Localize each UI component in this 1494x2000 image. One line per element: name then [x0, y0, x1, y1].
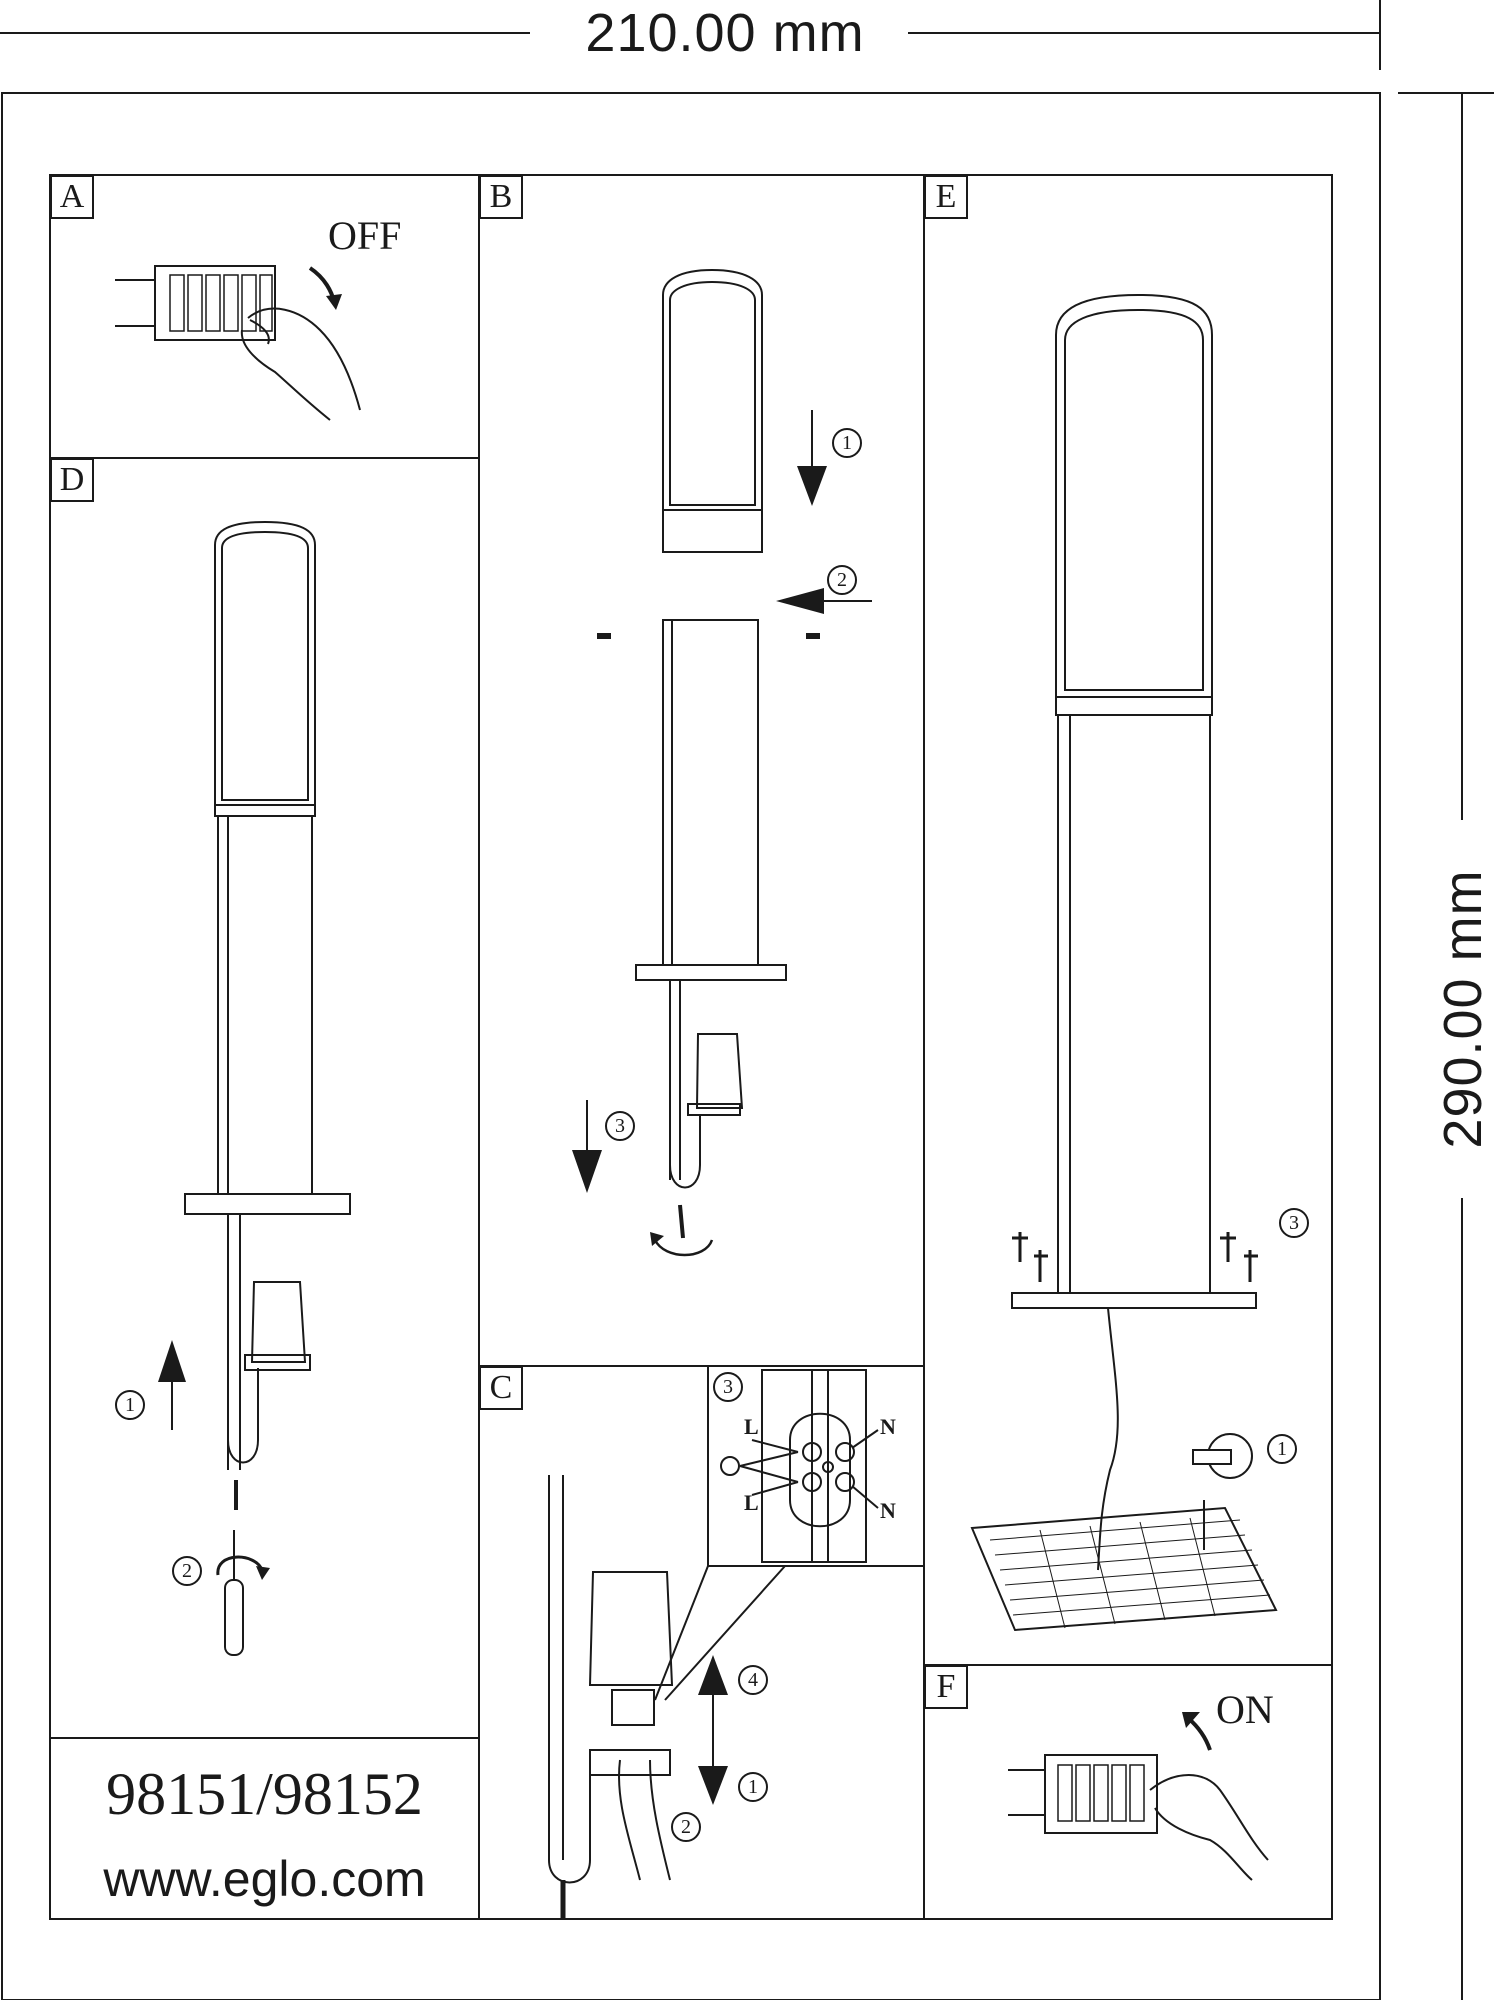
terminal-label-n-top: N	[880, 1414, 896, 1439]
connect-up-arrow-icon	[698, 1655, 728, 1695]
off-label: OFF	[328, 213, 402, 258]
terminal-label-n-bottom: N	[880, 1498, 896, 1523]
on-arrow-head-icon	[1182, 1712, 1200, 1728]
lower-post-arrow-icon	[572, 1150, 602, 1193]
on-label: ON	[1216, 1687, 1274, 1732]
right-dimension-line	[1398, 92, 1494, 2000]
panel-label-a: A	[50, 175, 94, 219]
step-circle-c3	[713, 1372, 743, 1402]
model-number: 98151/98152	[106, 1761, 423, 1827]
panel-label-d: D	[50, 458, 94, 502]
terminal-label-l-top: L	[744, 1414, 759, 1439]
step-circle-d1	[115, 1390, 145, 1420]
step-number-c2: 2	[681, 1816, 691, 1838]
step-circle-c1	[738, 1772, 768, 1802]
step-circle-b1	[832, 428, 862, 458]
step-number-b1: 1	[842, 432, 852, 454]
step-number-c4: 4	[748, 1669, 758, 1691]
top-dimension-line	[0, 0, 1381, 70]
step-circle-b3	[605, 1111, 635, 1141]
lamp-panel-d-illustration	[184, 520, 351, 1656]
lamp-panel-b-illustration	[597, 268, 820, 1239]
page-frame	[1, 92, 1381, 2000]
on-arrow-icon	[1186, 1716, 1212, 1751]
step-circle-d2	[172, 1556, 202, 1586]
panel-label-e: E	[924, 175, 968, 219]
step-number-b2: 2	[837, 569, 847, 591]
panel-label-f: F	[924, 1665, 968, 1709]
step-circle-c2	[671, 1812, 701, 1842]
insert-screw-arrow-icon	[776, 588, 824, 614]
rotate-arrow-head-icon	[256, 1566, 270, 1580]
step-circle-c4	[738, 1665, 768, 1695]
step-number-c1: 1	[748, 1776, 758, 1798]
breaker-panel-a-illustration	[115, 265, 361, 421]
remove-shade-arrow-icon	[797, 466, 827, 506]
lamp-panel-e-illustration	[970, 293, 1278, 1632]
step-circle-e1	[1267, 1434, 1297, 1464]
panel-grid	[49, 174, 1333, 1920]
step-number-e1: 1	[1277, 1438, 1287, 1460]
panel-label-c: C	[479, 1366, 523, 1410]
step-number-b3: 3	[615, 1115, 625, 1137]
step-circle-e3	[1279, 1208, 1309, 1238]
breaker-panel-f-illustration	[1008, 1754, 1269, 1881]
terminal-label-l-bottom: L	[744, 1490, 759, 1515]
step-circle-b2	[827, 565, 857, 595]
step-number-d2: 2	[182, 1560, 192, 1582]
off-arrow-head-icon	[326, 294, 342, 310]
website-url: www.eglo.com	[103, 1851, 426, 1907]
panel-label-b: B	[479, 175, 523, 219]
wiring-panel-c-illustration	[548, 1365, 925, 1918]
height-dimension-label: 290.00 mm	[1433, 869, 1493, 1149]
cable-rotate-arrow-head-icon	[650, 1232, 664, 1246]
push-up-arrow-icon	[158, 1340, 186, 1382]
width-dimension-label: 210.00 mm	[585, 3, 865, 63]
step-number-c3: 3	[723, 1376, 733, 1398]
cable-rotate-arrow-icon	[653, 1239, 714, 1257]
connect-down-arrow-icon	[698, 1766, 728, 1805]
step-number-d1: 1	[125, 1394, 135, 1416]
rotate-arrow-icon	[216, 1555, 264, 1576]
step-number-e3: 3	[1289, 1212, 1299, 1234]
